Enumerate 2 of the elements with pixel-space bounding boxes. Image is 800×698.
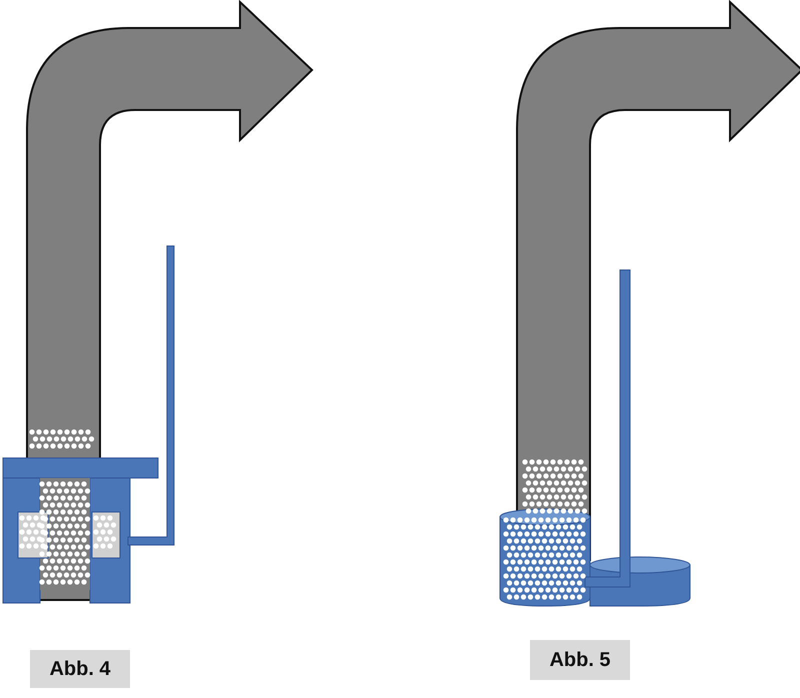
figure-label: Abb. 4 (30, 650, 130, 688)
figure-label: Abb. 5 (530, 640, 630, 680)
